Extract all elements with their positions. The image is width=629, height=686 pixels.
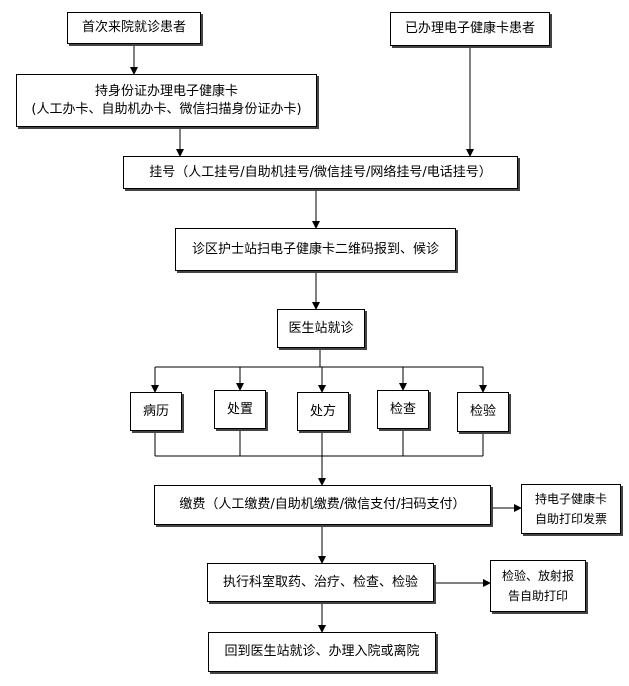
node-invoice-line1: 持电子健康卡 — [534, 492, 607, 506]
node-execute: 执行科室取药、治疗、检查、检验 — [207, 563, 434, 602]
branch-lab-test-label: 检验 — [469, 404, 496, 419]
branch-examination-label: 检查 — [389, 401, 416, 417]
node-return: 回到医生站就诊、办理入院或离院 — [208, 632, 436, 672]
node-has-card: 已办理电子健康卡患者 — [390, 12, 550, 46]
node-first-visit-label: 首次来院就诊患者 — [81, 20, 186, 35]
node-invoice-line2: 自助打印发票 — [534, 512, 607, 526]
branch-medical-record-label: 病历 — [142, 403, 169, 419]
node-pay: 缴费（人工缴费/自助机缴费/微信支付/扫码支付） — [154, 485, 491, 525]
branch-disposal: 处置 — [214, 390, 266, 429]
node-apply-card-line1: 持身份证办理电子健康卡 — [94, 83, 238, 99]
node-first-visit: 首次来院就诊患者 — [67, 12, 201, 44]
node-execute-label: 执行科室取药、治疗、检查、检验 — [222, 574, 418, 590]
node-doctor-label: 医生站就诊 — [288, 320, 354, 336]
node-report: 诊区护士站扫电子健康卡二维码报到、候诊 — [175, 228, 456, 271]
branch-examination: 检查 — [377, 390, 429, 429]
node-register-label: 挂号（人工挂号/自助机挂号/微信挂号/网络挂号/电话挂号） — [149, 164, 492, 180]
node-pay-label: 缴费（人工缴费/自助机缴费/微信支付/扫码支付） — [179, 497, 466, 512]
node-report-label: 诊区护士站扫电子健康卡二维码报到、候诊 — [191, 241, 439, 257]
node-doctor: 医生站就诊 — [277, 309, 365, 348]
node-apply-card: 持身份证办理电子健康卡 (人工办卡、自助机办卡、微信扫描身份证办卡) — [16, 74, 317, 127]
node-register: 挂号（人工挂号/自助机挂号/微信挂号/网络挂号/电话挂号） — [123, 156, 518, 189]
branch-medical-record: 病历 — [130, 392, 182, 431]
node-apply-card-line2: (人工办卡、自助机办卡、微信扫描身份证办卡) — [31, 101, 302, 117]
branch-disposal-label: 处置 — [226, 401, 253, 417]
branch-lab-test: 检验 — [457, 392, 509, 432]
node-has-card-label: 已办理电子健康卡患者 — [404, 21, 535, 36]
node-report-print-line1: 检验、放射报 — [501, 569, 574, 583]
node-invoice: 持电子健康卡 自助打印发票 — [521, 484, 621, 534]
node-report-print-line2: 告自助打印 — [507, 589, 568, 603]
branch-prescription: 处方 — [297, 392, 349, 431]
branch-prescription-label: 处方 — [309, 403, 336, 419]
node-report-print: 检验、放射报 告自助打印 — [490, 560, 586, 612]
node-return-label: 回到医生站就诊、办理入院或离院 — [224, 644, 420, 659]
